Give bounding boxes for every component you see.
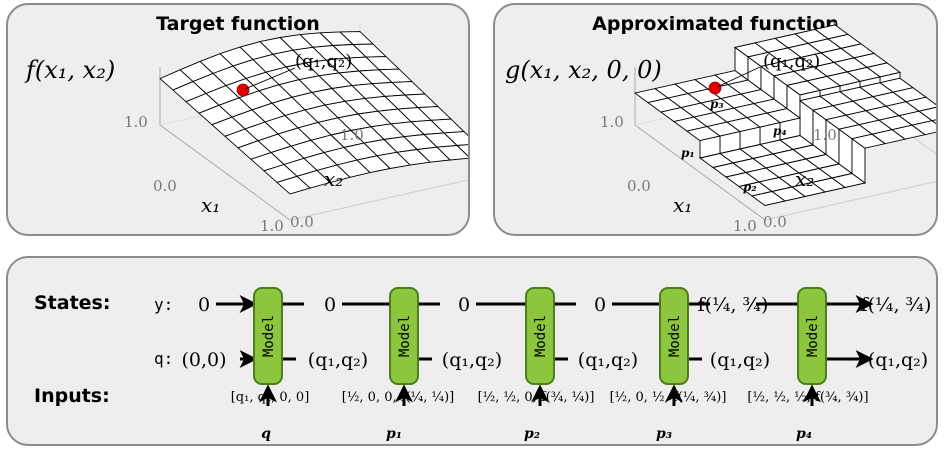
y-axis-label: x₂ [795, 167, 814, 191]
target-surface-plot: f(x₁, x₂) (q₁,q₂) 1.0 0.0 1.0 1.0 0.0 x₁… [24, 22, 468, 234]
function-label: f(x₁, x₂) [24, 56, 115, 84]
q-state-value: (q₁,q₂) [308, 349, 368, 371]
input-name: p₁ [386, 426, 402, 442]
model-label: Model [261, 315, 277, 357]
y-state-value: 0 [458, 294, 470, 316]
approximated-surface-mesh [633, 22, 936, 221]
model-label: Model [533, 315, 549, 357]
input-name: q [261, 426, 271, 442]
approximated-surface-plot: g(x₁, x₂, 0, 0) (q₁,q₂) p₁ p₂ p₃ p₄ 1.0 … [505, 22, 936, 234]
query-point-leader [716, 66, 761, 88]
model-label: Model [397, 315, 413, 357]
y-state-value: f(¼, ¾) [861, 294, 932, 316]
target-function-panel: Target function f(x₁, x₂) (q₁,q₂) 1.0 0.… [6, 3, 470, 236]
x-tick-end: 1.0 [733, 217, 757, 234]
p3-label: p₃ [710, 97, 724, 111]
x-tick-origin: 0.0 [627, 177, 651, 195]
inputs-label: Inputs: [34, 385, 110, 407]
input-vector: [½, 0, ½, f(¼, ¾)] [610, 390, 727, 405]
q-state-value: (q₁,q₂) [710, 349, 770, 371]
approximated-function-panel: Approximated function g(x₁, x₂, 0, 0) (q… [493, 3, 938, 236]
point-label: (q₁,q₂) [763, 51, 820, 72]
function-label: g(x₁, x₂, 0, 0) [505, 56, 662, 84]
model-pipeline-panel: States: Inputs: y: q: 0 0 0 0 f(¼, ¾) f(¼, ¾)… [6, 256, 938, 446]
x-axis-label: x₁ [673, 193, 692, 217]
input-vector: [½, ½, 0, f(¾, ¼)] [478, 390, 595, 405]
input-vector: [½, ½, ½, f(¾, ¾)] [747, 390, 868, 405]
y-state-value: 0 [198, 294, 210, 316]
pipeline-diagram: States: Inputs: y: q: 0 0 0 0 f(¼, ¾) f(¼, ¾)… [34, 287, 932, 442]
q-row-label: q: [154, 349, 173, 368]
p1-label: p₁ [681, 146, 695, 160]
query-point-leader [244, 67, 296, 90]
query-point-marker [708, 81, 722, 95]
q-state-value: (q₁,q₂) [442, 349, 502, 371]
y-row-label: y: [154, 295, 173, 314]
y-tick-end: 1.0 [813, 126, 837, 144]
target-surface-mesh [159, 22, 468, 221]
model-block [389, 287, 419, 385]
q-state-value: (q₁,q₂) [868, 349, 928, 371]
x-tick-end: 1.0 [260, 217, 284, 234]
model-label: Model [667, 315, 683, 357]
panel-title: Target function [156, 13, 320, 35]
surface-cell [850, 133, 887, 149]
p2-label: p₂ [743, 180, 757, 194]
input-name: p₄ [796, 426, 812, 442]
x-tick-origin: 0.0 [153, 177, 177, 195]
y-tick-end: 1.0 [340, 126, 364, 144]
z-tick-top: 1.0 [600, 113, 624, 131]
panel-title: Approximated function [592, 13, 839, 35]
q-state-value: (0,0) [181, 349, 226, 371]
input-name: p₃ [656, 426, 672, 442]
model-block [525, 287, 555, 385]
states-label: States: [34, 292, 110, 314]
y-state-value: f(¼, ¾) [698, 294, 769, 316]
query-point-marker [236, 83, 250, 97]
model-label: Model [805, 315, 821, 357]
y-state-value: 0 [594, 294, 606, 316]
input-vector: [q₁, q₂, 0, 0] [231, 390, 310, 405]
y-state-value: 0 [324, 294, 336, 316]
q-state-value: (q₁,q₂) [578, 349, 638, 371]
point-label: (q₁,q₂) [295, 51, 352, 72]
model-block [253, 287, 283, 385]
z-tick-top: 1.0 [124, 113, 148, 131]
model-block [797, 287, 827, 385]
y-axis-label: x₂ [324, 167, 343, 191]
y-tick-origin: 0.0 [763, 213, 787, 231]
y-tick-origin: 0.0 [290, 213, 314, 231]
surface-cell [750, 191, 787, 206]
x-axis-label: x₁ [201, 193, 220, 217]
model-block [659, 287, 689, 385]
input-name: p₂ [524, 426, 540, 442]
p4-label: p₄ [773, 124, 787, 138]
input-vector: [½, 0, 0, f(¼, ¼)] [342, 390, 455, 405]
surface-cell [276, 175, 311, 195]
